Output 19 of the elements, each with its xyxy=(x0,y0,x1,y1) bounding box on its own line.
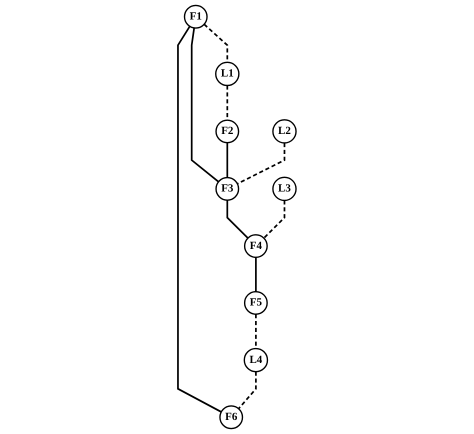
node-circle: F2 xyxy=(215,119,240,144)
node-circle: L3 xyxy=(272,176,297,202)
node-circle: L4 xyxy=(244,348,268,372)
connector xyxy=(204,24,228,62)
connector xyxy=(255,314,257,348)
node-circle: F5 xyxy=(244,290,268,315)
connector xyxy=(263,200,286,239)
node-circle: F1 xyxy=(184,4,208,29)
node-circle: L1 xyxy=(215,62,240,86)
node-circle: F6 xyxy=(219,405,244,430)
connector xyxy=(190,28,220,182)
connector xyxy=(177,26,222,413)
connector xyxy=(226,142,228,178)
node-circle: L2 xyxy=(272,119,297,144)
node-circle: F4 xyxy=(244,234,268,258)
node-circle: F3 xyxy=(215,176,240,201)
connector xyxy=(226,200,248,239)
connector xyxy=(255,257,257,292)
connector xyxy=(238,372,257,410)
